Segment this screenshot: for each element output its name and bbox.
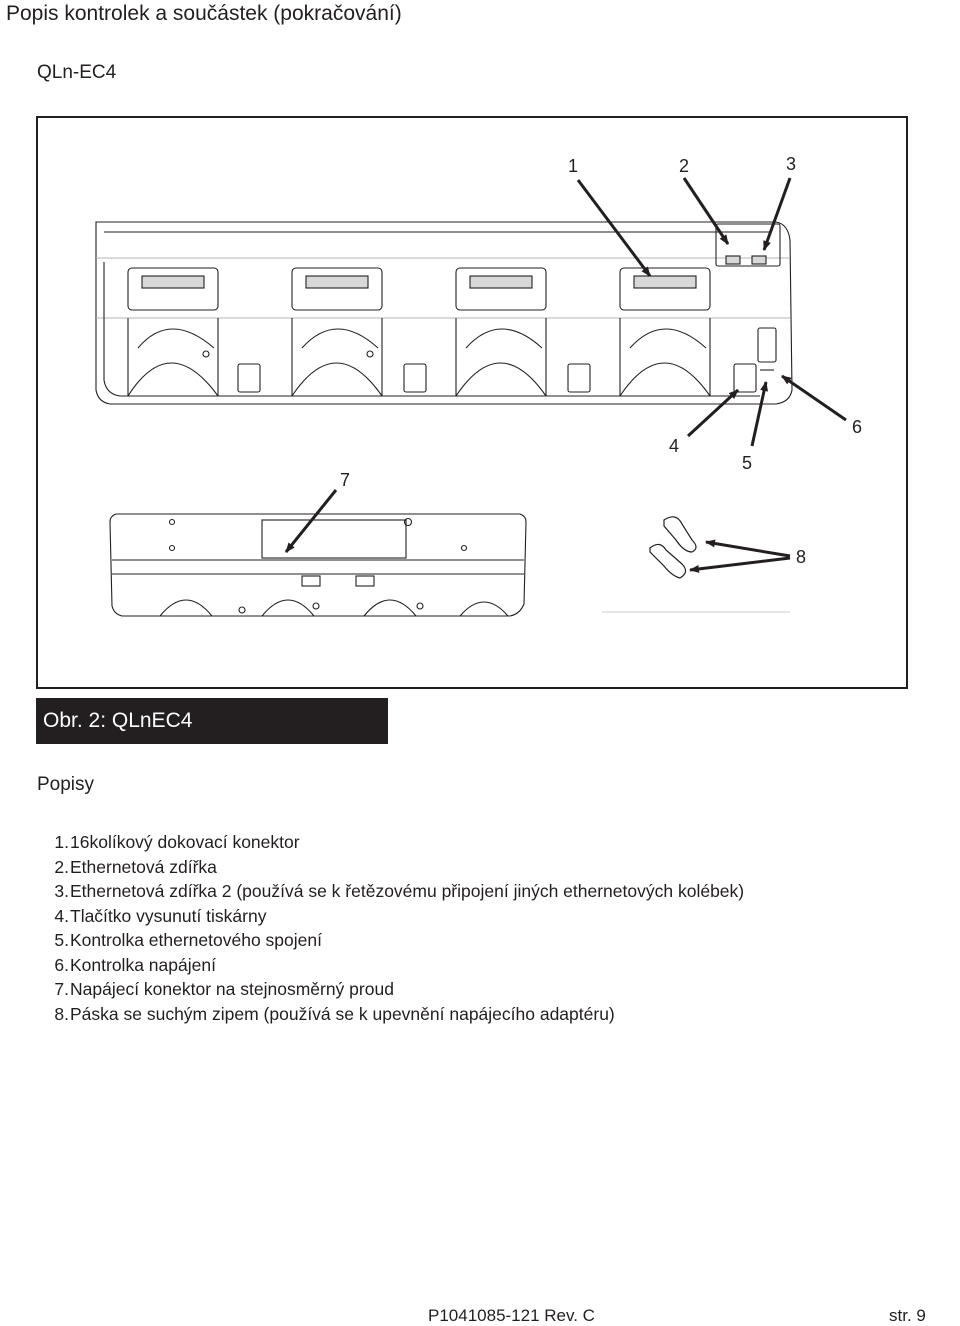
legend-list: 1.16kolíkový dokovací konektor 2.Etherne… xyxy=(26,830,744,1026)
callout-6: 6 xyxy=(852,417,862,437)
cradle-bottom-view xyxy=(109,513,527,617)
legend-item: 8.Páska se suchým zipem (používá se k up… xyxy=(26,1002,744,1027)
legend-item-text: 16kolíkový dokovací konektor xyxy=(70,832,300,852)
legend-item-text: Kontrolka ethernetového spojení xyxy=(70,930,322,950)
legend-item-text: Ethernetová zdířka 2 (používá se k řetěz… xyxy=(70,881,745,901)
callout-1: 1 xyxy=(568,156,578,176)
legend-item: 6.Kontrolka napájení xyxy=(26,953,744,978)
figure-caption: Obr. 2: QLnEC4 xyxy=(36,698,388,744)
legend-item-text: Kontrolka napájení xyxy=(70,954,216,975)
callout-8: 8 xyxy=(796,547,806,567)
legend-item: 3.Ethernetová zdířka 2 (používá se k řet… xyxy=(26,879,744,904)
legend-item-number: 3. xyxy=(54,881,69,901)
legend-item: 2.Ethernetová zdířka xyxy=(26,855,744,880)
footer-page-number: str. 9 xyxy=(889,1306,926,1325)
cradle-top-view xyxy=(95,221,793,405)
callout-2: 2 xyxy=(679,156,689,176)
callout-5: 5 xyxy=(742,453,752,473)
callout-3: 3 xyxy=(786,154,796,174)
legend-heading: Popisy xyxy=(37,774,95,795)
velcro-straps xyxy=(649,516,697,579)
legend-item: 5.Kontrolka ethernetového spojení xyxy=(26,928,744,953)
page-title: Popis kontrolek a součástek (pokračování… xyxy=(6,2,402,25)
legend-item-number: 1. xyxy=(54,832,69,852)
model-label: QLn-EC4 xyxy=(37,62,117,83)
legend-item-text: Ethernetová zdířka xyxy=(70,856,217,877)
legend-item-number: 7. xyxy=(54,979,69,999)
legend-item: 7.Napájecí konektor na stejnosměrný prou… xyxy=(26,977,744,1002)
legend-item-text: Tlačítko vysunutí tiskárny xyxy=(70,905,267,926)
figure-frame xyxy=(36,116,908,689)
callout-arrows xyxy=(284,177,847,573)
legend-item: 1.16kolíkový dokovací konektor xyxy=(26,830,744,855)
legend-item-number: 4. xyxy=(54,905,69,926)
callout-7: 7 xyxy=(340,470,350,490)
legend-item-number: 6. xyxy=(54,954,69,975)
legend-item: 4.Tlačítko vysunutí tiskárny xyxy=(26,904,744,929)
footer-doc-number: P1041085-121 Rev. C xyxy=(428,1306,595,1325)
legend-item-text: Páska se suchým zipem (používá se k upev… xyxy=(70,1003,615,1024)
legend-item-text: Napájecí konektor na stejnosměrný proud xyxy=(70,979,394,999)
legend-item-number: 8. xyxy=(54,1003,69,1024)
legend-item-number: 2. xyxy=(54,856,69,877)
callout-4: 4 xyxy=(669,436,679,456)
cradle-illustration: 1 2 3 4 5 6 7 8 xyxy=(95,154,862,617)
legend-item-number: 5. xyxy=(54,930,69,950)
